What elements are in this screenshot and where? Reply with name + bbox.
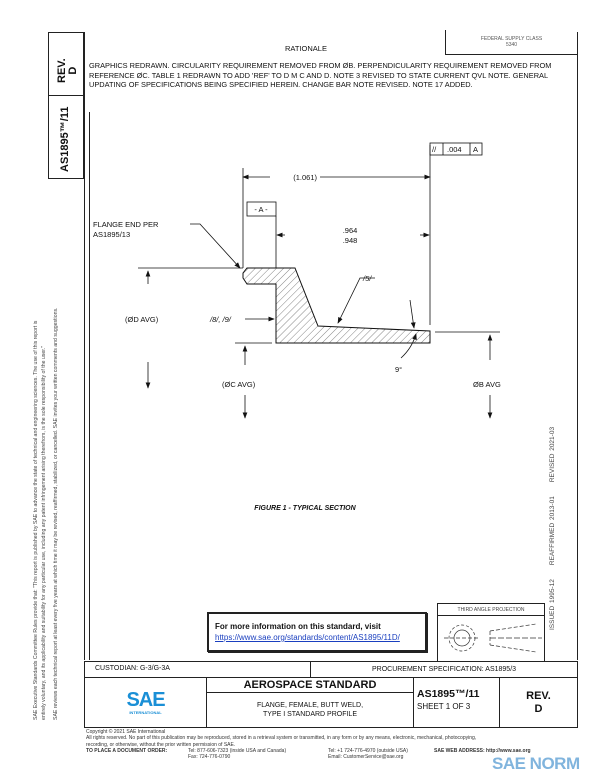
info-link[interactable]: https://www.sae.org/standards/content/AS… bbox=[215, 633, 400, 642]
note-8-9: /8/, /9/ bbox=[209, 315, 232, 324]
length-min: .948 bbox=[343, 236, 358, 245]
category: AEROSPACE STANDARD bbox=[243, 679, 377, 691]
fax: Fax: 724-776-0790 bbox=[188, 754, 231, 761]
issued: ISSUED 1995-12 bbox=[549, 579, 556, 630]
footer: Copyright © 2021 SAE International All r… bbox=[86, 729, 586, 760]
rev: D bbox=[534, 702, 543, 715]
projection-box: THIRD ANGLE PROJECTION bbox=[437, 603, 545, 661]
fcf-symbol: // bbox=[432, 145, 437, 154]
part-section bbox=[242, 267, 431, 344]
overall-length: (1.061) bbox=[293, 173, 317, 182]
diameter-c: (ØC AVG) bbox=[222, 380, 256, 389]
length-max: .964 bbox=[343, 226, 358, 235]
sheet: SHEET 1 OF 3 bbox=[417, 702, 471, 711]
web: SAE WEB ADDRESS: http://www.sae.org bbox=[434, 747, 531, 754]
title-cell: FLANGE, FEMALE, BUTT WELD, TYPE I STANDA… bbox=[207, 693, 414, 727]
datum-label: - A - bbox=[254, 205, 268, 214]
section-drawing: // .004 A (1.061) - A - .964 .948 FLANGE… bbox=[93, 142, 501, 512]
order-label: TO PLACE A DOCUMENT ORDER: bbox=[86, 747, 168, 754]
fcf-tolerance: .004 bbox=[447, 145, 462, 154]
diameter-b: ØB AVG bbox=[473, 380, 501, 389]
history: ISSUED 1995-12 REAFFIRMED 2013-01 REVISE… bbox=[549, 427, 557, 630]
sae-norm-watermark: SAE NORM bbox=[492, 754, 580, 773]
revised: REVISED 2021-03 bbox=[549, 426, 556, 483]
title-block: CUSTODIAN: G-3/G-3A PROCUREMENT SPECIFIC… bbox=[84, 661, 578, 728]
rev-cell: REV. D bbox=[500, 678, 577, 727]
rev-label: REV. bbox=[526, 689, 551, 702]
reaffirmed: REAFFIRMED 2013-01 bbox=[549, 496, 556, 566]
info-box: For more information on this standard, v… bbox=[207, 612, 427, 652]
sae-logo-sub: INTERNATIONAL bbox=[129, 710, 162, 715]
projection-title: THIRD ANGLE PROJECTION bbox=[438, 604, 544, 616]
logo-cell: SAE INTERNATIONAL bbox=[85, 678, 207, 727]
rationale-text: GRAPHICS REDRAWN. CIRCULARITY REQUIREMEN… bbox=[89, 61, 552, 90]
doc-number: AS1895™/11 bbox=[417, 688, 480, 700]
title-line1: FLANGE, FEMALE, BUTT WELD, bbox=[256, 702, 364, 709]
fsc-line2: 5340 bbox=[505, 42, 518, 48]
category-cell: AEROSPACE STANDARD bbox=[207, 678, 414, 693]
main-frame bbox=[84, 32, 578, 660]
side-doc-cell: AS1895™/11 bbox=[48, 95, 84, 179]
custodian: CUSTODIAN: G-3/G-3A bbox=[95, 665, 170, 672]
procurement-cell: PROCUREMENT SPECIFICATION: AS1895/3 bbox=[311, 662, 577, 678]
copyright: Copyright © 2021 SAE International bbox=[86, 729, 166, 735]
procurement: PROCUREMENT SPECIFICATION: AS1895/3 bbox=[371, 666, 517, 673]
angle: 9° bbox=[395, 365, 402, 374]
rationale-title: RATIONALE bbox=[285, 44, 327, 53]
figure-caption: FIGURE 1 - TYPICAL SECTION bbox=[254, 505, 356, 512]
projection-symbol-icon bbox=[444, 623, 542, 653]
flange-note-2: AS1895/13 bbox=[93, 230, 130, 239]
tel2: Tel: +1 724-776-4970 (outside USA) bbox=[328, 747, 408, 754]
title-line2: TYPE I STANDARD PROFILE bbox=[263, 711, 357, 718]
email: Email: CustomerService@sae.org bbox=[328, 754, 404, 761]
rights: All rights reserved. No part of this pub… bbox=[86, 735, 477, 742]
fsc-stamp: FEDERAL SUPPLY CLASS 5340 bbox=[445, 30, 577, 55]
fsc-line1: FEDERAL SUPPLY CLASS bbox=[480, 36, 543, 42]
inner-frame-line bbox=[89, 112, 90, 660]
info-text: For more information on this standard, v… bbox=[215, 622, 381, 631]
flange-note-1: FLANGE END PER bbox=[93, 220, 159, 229]
custodian-cell: CUSTODIAN: G-3/G-3A bbox=[85, 662, 311, 678]
diameter-d: (ØD AVG) bbox=[125, 315, 159, 324]
doc-cell: AS1895™/11 SHEET 1 OF 3 bbox=[414, 678, 500, 727]
tel1: Tel: 877-606-7323 (inside USA and Canada… bbox=[188, 747, 287, 754]
sae-logo: SAE bbox=[126, 689, 165, 711]
fcf-datum: A bbox=[473, 145, 478, 154]
rights2: recording, or otherwise, without the pri… bbox=[86, 741, 236, 748]
note-5: /5/ bbox=[362, 274, 372, 283]
